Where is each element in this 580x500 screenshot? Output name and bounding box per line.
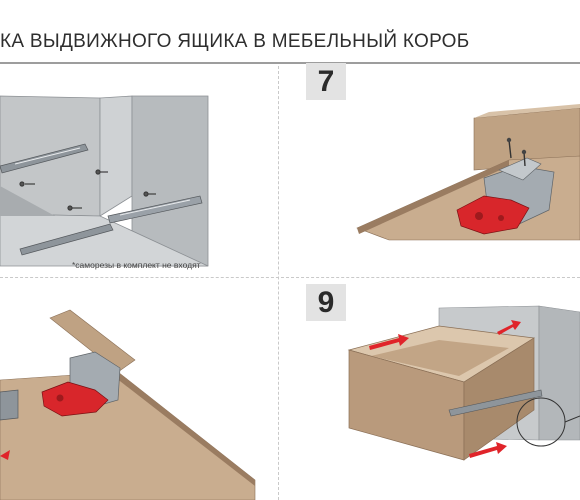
step-number-badge: 7 bbox=[306, 63, 346, 100]
drawer-insert-illustration bbox=[347, 305, 580, 461]
cabinet-slides-illustration bbox=[0, 95, 209, 267]
title-underline bbox=[0, 62, 580, 64]
drawer-front-clip-illustration bbox=[0, 309, 256, 500]
panel-divider-horizontal bbox=[0, 277, 580, 278]
screws-footnote: *саморезы в комплект не входят bbox=[72, 260, 201, 270]
page-title: КА ВЫДВИЖНОГО ЯЩИКА В МЕБЕЛЬНЫЙ КОРОБ bbox=[0, 31, 470, 52]
panel-divider-vertical bbox=[278, 66, 279, 500]
step-number-badge: 9 bbox=[306, 284, 346, 321]
header: КА ВЫДВИЖНОГО ЯЩИКА В МЕБЕЛЬНЫЙ КОРОБ bbox=[0, 0, 580, 66]
drawer-clip-illustration bbox=[356, 104, 580, 241]
